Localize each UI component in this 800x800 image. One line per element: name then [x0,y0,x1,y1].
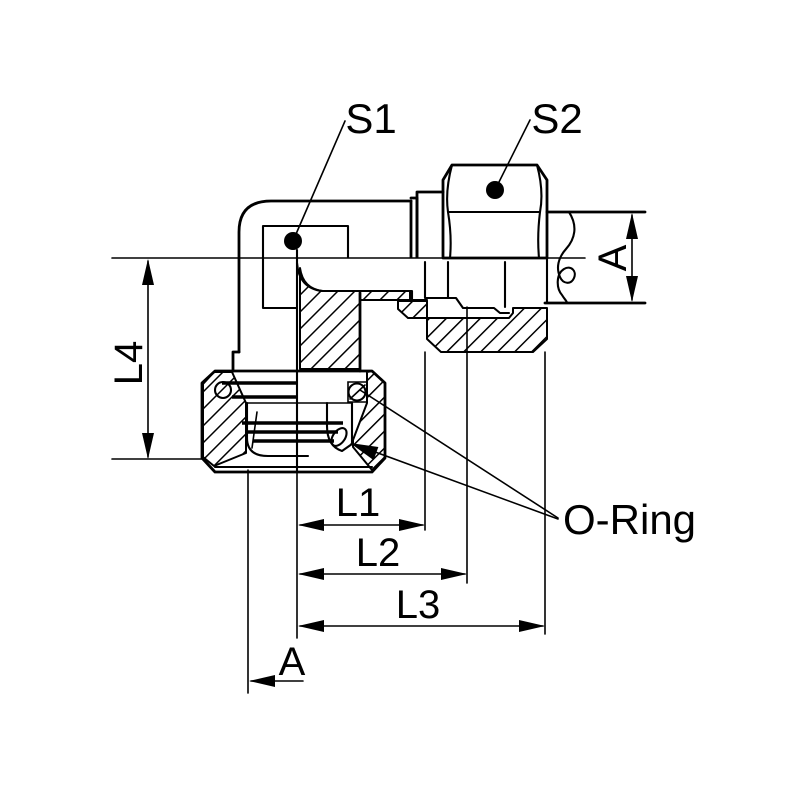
bottom-nut [200,369,387,474]
tube-right [543,210,647,305]
nut-left-wall-hatch [202,371,247,467]
male-stub [415,190,445,259]
s2-body-section-strip [397,300,428,319]
elbow-left-step [231,350,241,373]
dim-l4-arrow-up [142,259,154,285]
elbow-body [231,190,445,473]
extension-lines [111,257,586,694]
s1-leader-dot [284,232,302,250]
dim-a-right-arrow-down [626,276,638,302]
dim-l3-arrow-right [519,620,545,632]
dim-a-right: A [591,213,638,302]
dim-a-right-arrow-up [626,213,638,239]
dim-l2-arrow-left [298,568,324,580]
dim-l1: L1 [298,481,425,531]
s2-nut-section-block [426,307,548,353]
elbow-outer-profile [237,199,413,354]
dim-a-bottom-label: A [279,640,306,684]
dim-a-bottom: A [249,640,306,687]
dim-l1-arrow-right [399,519,425,531]
dim-l4-arrow-down [142,433,154,459]
dim-l1-arrow-left [298,519,324,531]
s1-leader-line [292,120,346,242]
o-ring-groove-right [347,381,368,403]
o-ring-leader-lower [355,444,559,520]
nut-outline [200,369,387,474]
dim-l1-label: L1 [336,481,381,525]
cavity-outline-left [245,401,310,458]
dim-l2-label: L2 [356,531,401,575]
s2-ferrule-profile [423,260,511,315]
hex-nut-s2 [441,163,549,260]
dim-l2: L2 [298,531,467,580]
s2-leader-line [494,119,531,191]
o-ring-leader-upper [359,389,559,519]
wrench-flats-rectangle [261,224,350,310]
o-ring-right-hatchline [349,384,366,400]
s2-lower-section [397,256,549,353]
callout-o-ring: O-Ring [350,389,696,543]
dim-l4-label: L4 [107,341,151,386]
dim-l3-arrow-left [298,620,324,632]
dim-a-right-label: A [591,244,635,271]
s2-label: S2 [531,95,582,142]
o-ring-section-right [347,382,367,402]
dim-a-bottom-arrow-left [249,675,275,687]
callout-s1: S1 [284,95,397,250]
dim-l4: L4 [107,259,154,459]
tube-break-squiggle [556,210,576,305]
o-ring-leader-arrow [350,443,379,461]
dim-l2-arrow-right [441,568,467,580]
o-ring-lower-section [330,427,348,447]
ferrule-slant-left [251,411,258,449]
s2-leader-dot [486,181,504,199]
callout-s2: S2 [486,95,583,199]
hex-face-curves [446,163,543,260]
arm-wall-section-hatch [299,267,411,370]
dim-l3-label: L3 [396,583,441,627]
o-ring-label: O-Ring [563,496,696,543]
s1-label: S1 [345,95,396,142]
dim-l3: L3 [298,583,545,632]
